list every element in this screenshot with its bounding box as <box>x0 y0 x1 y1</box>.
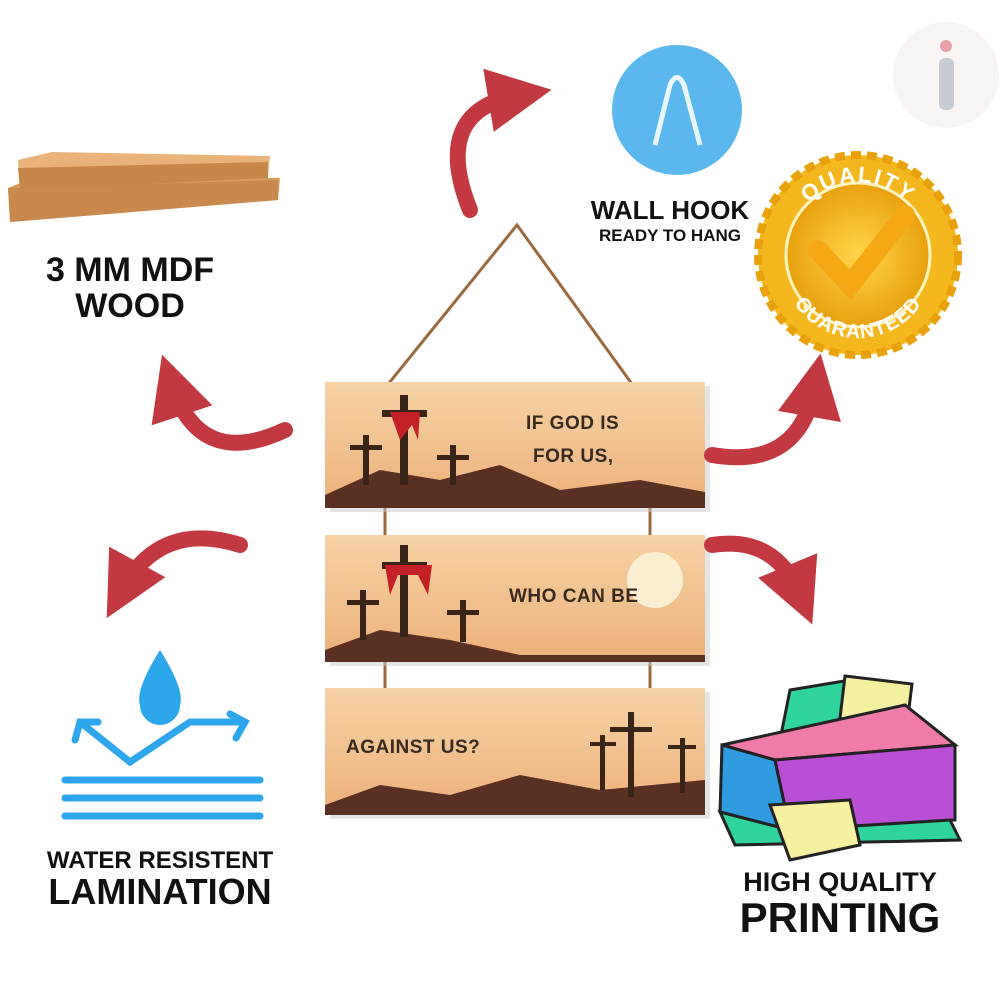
wood-line2: WOOD <box>75 286 185 325</box>
arrow-to-quality <box>704 353 841 466</box>
quality-seal-icon: QUALITY GUARANTEED <box>754 151 962 359</box>
water-drop-icon <box>61 650 264 820</box>
plaque-1 <box>325 382 710 512</box>
printing-line2: PRINTING <box>739 894 941 942</box>
arrows <box>106 68 841 625</box>
water-label: WATER RESISTENT LAMINATION <box>20 848 300 911</box>
plaque-2 <box>325 535 710 666</box>
wall-hook-icon <box>612 45 742 175</box>
plaque-1-line2: FOR US, <box>533 446 614 467</box>
arrow-to-printing <box>704 535 818 625</box>
plaque-3 <box>325 688 710 819</box>
hook-line2: READY TO HANG <box>598 226 741 246</box>
wood-line1: 3 MM MDF <box>45 251 215 289</box>
water-line2: LAMINATION <box>48 871 272 913</box>
hook-label: WALL HOOK READY TO HANG <box>570 195 770 246</box>
hook-line1: WALL HOOK <box>590 195 750 225</box>
printing-label: HIGH QUALITY PRINTING <box>710 868 970 940</box>
arrow-to-hook <box>449 68 552 218</box>
plaque-3-line1: AGAINST US? <box>346 737 481 758</box>
water-line1: WATER RESISTENT <box>46 847 274 874</box>
plaque-2-line1: WHO CAN BE <box>509 586 639 607</box>
printing-line1: HIGH QUALITY <box>743 867 937 897</box>
arrow-to-wood <box>151 354 293 451</box>
wood-planks-icon <box>8 152 280 222</box>
wood-label: 3 MM MDF WOOD <box>20 251 240 325</box>
arrow-to-water <box>106 530 248 619</box>
printer-icon <box>717 674 963 862</box>
plaque-1-line1: IF GOD IS <box>526 413 620 434</box>
brand-logo <box>893 22 999 128</box>
hanging-rope <box>383 222 647 403</box>
